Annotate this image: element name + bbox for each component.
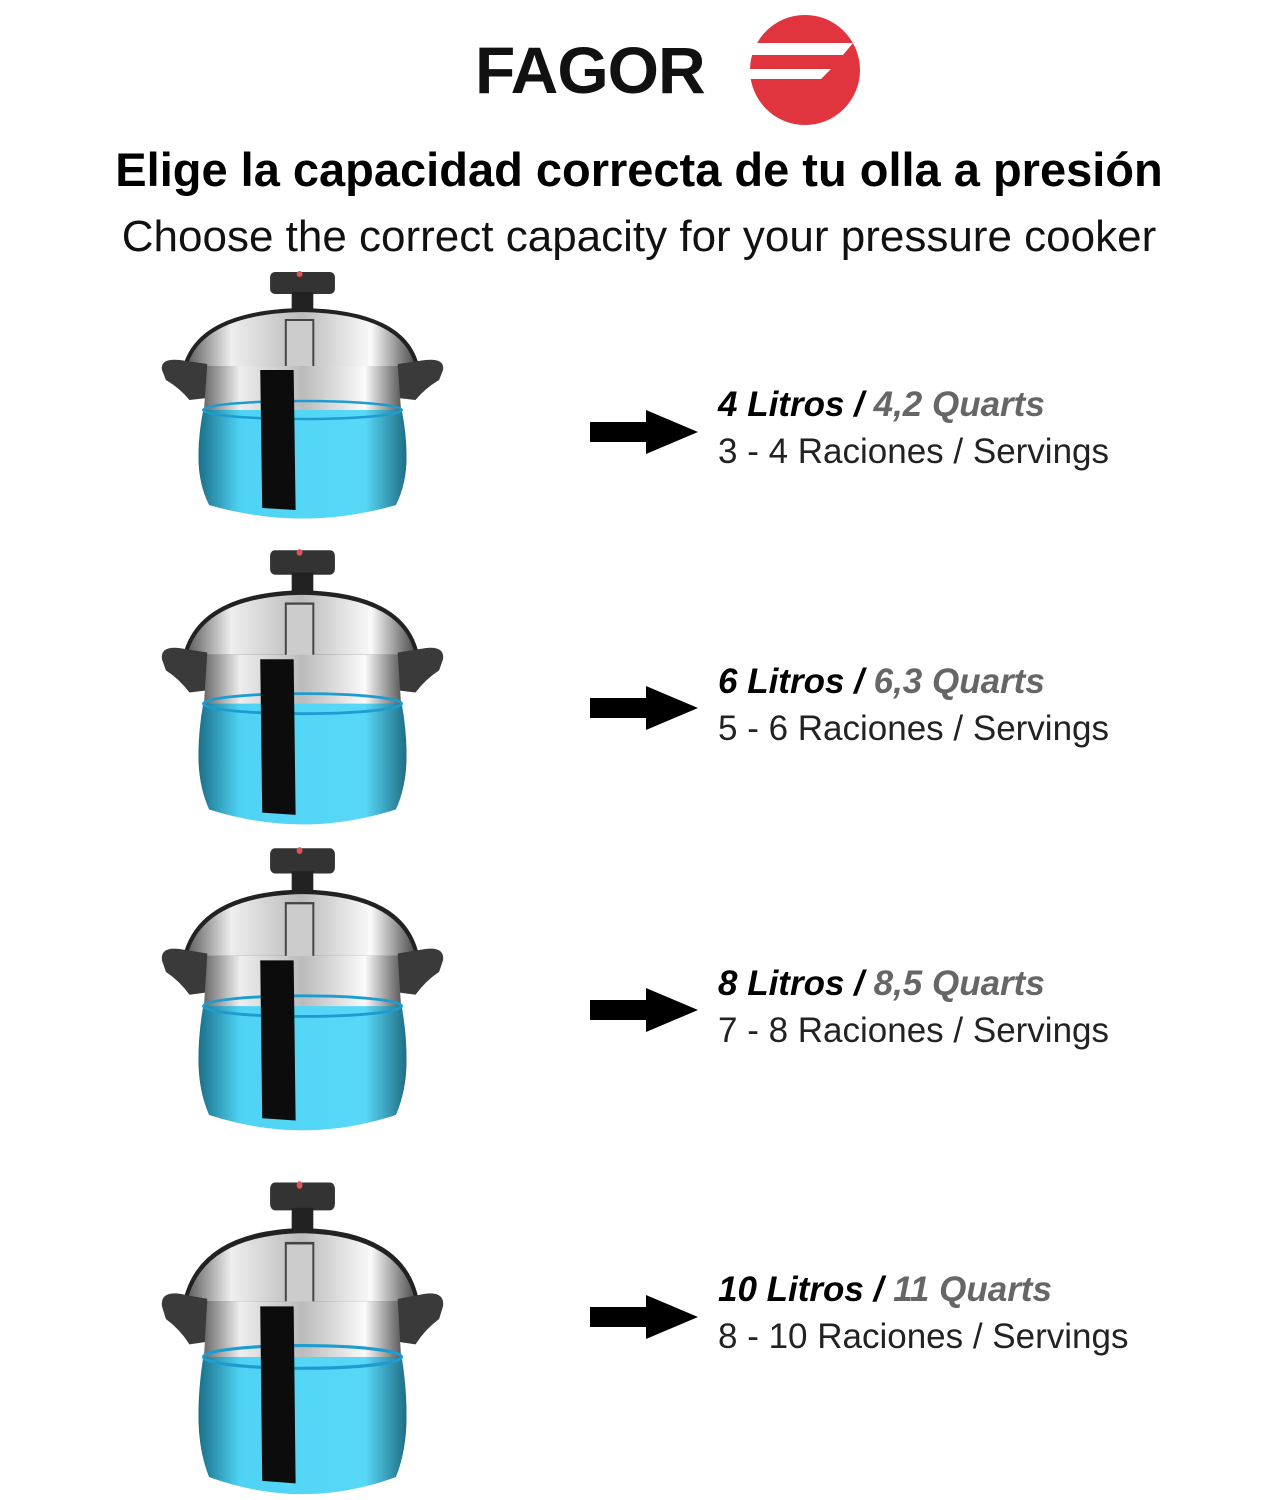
servings: 5 - 6 Raciones / Servings [718, 709, 1110, 748]
capacity-line: 8 Litros / 8,5 Quarts [718, 962, 1109, 1006]
brand-name: FAGOR [475, 33, 706, 107]
quarts: 6,3 Quarts [873, 662, 1045, 701]
capacity-item: 6 Litros / 6,3 Quarts 5 - 6 Raciones / S… [718, 660, 1109, 754]
pressure-cooker-image [160, 1180, 445, 1496]
fagor-logo: FAGOR [475, 15, 863, 125]
servings: 7 - 8 Raciones / Servings [718, 1011, 1110, 1050]
page-subtitle: Choose the correct capacity for your pre… [121, 212, 1157, 261]
page-title: Elige la capacidad correcta de tu olla a… [115, 143, 1163, 196]
pressure-cooker-image [160, 548, 445, 826]
liters: 8 Litros / [718, 964, 864, 1003]
liters: 6 Litros / [718, 662, 864, 701]
capacity-item: 8 Litros / 8,5 Quarts 7 - 8 Raciones / S… [718, 962, 1109, 1056]
quarts: 11 Quarts [893, 1270, 1052, 1309]
arrow-right-icon [590, 988, 698, 1032]
liters: 10 Litros / [718, 1270, 884, 1309]
quarts: 4,2 Quarts [873, 385, 1045, 424]
capacity-line: 4 Litros / 4,2 Quarts [718, 383, 1109, 427]
arrow-right-icon [590, 410, 698, 454]
arrow-right-icon [590, 686, 698, 730]
capacity-line: 10 Litros / 11 Quarts [718, 1268, 1128, 1312]
arrow-right-icon [590, 1295, 698, 1339]
servings: 3 - 4 Raciones / Servings [718, 432, 1110, 471]
capacity-item: 10 Litros / 11 Quarts 8 - 10 Raciones / … [718, 1268, 1128, 1362]
fagor-emblem-icon [734, 15, 860, 125]
liters: 4 Litros / [718, 385, 864, 424]
capacity-line: 6 Litros / 6,3 Quarts [718, 660, 1109, 704]
quarts: 8,5 Quarts [873, 964, 1045, 1003]
pressure-cooker-image [160, 270, 445, 520]
servings: 8 - 10 Raciones / Servings [718, 1317, 1129, 1356]
pressure-cooker-image [160, 846, 445, 1132]
capacity-item: 4 Litros / 4,2 Quarts 3 - 4 Raciones / S… [718, 383, 1109, 477]
